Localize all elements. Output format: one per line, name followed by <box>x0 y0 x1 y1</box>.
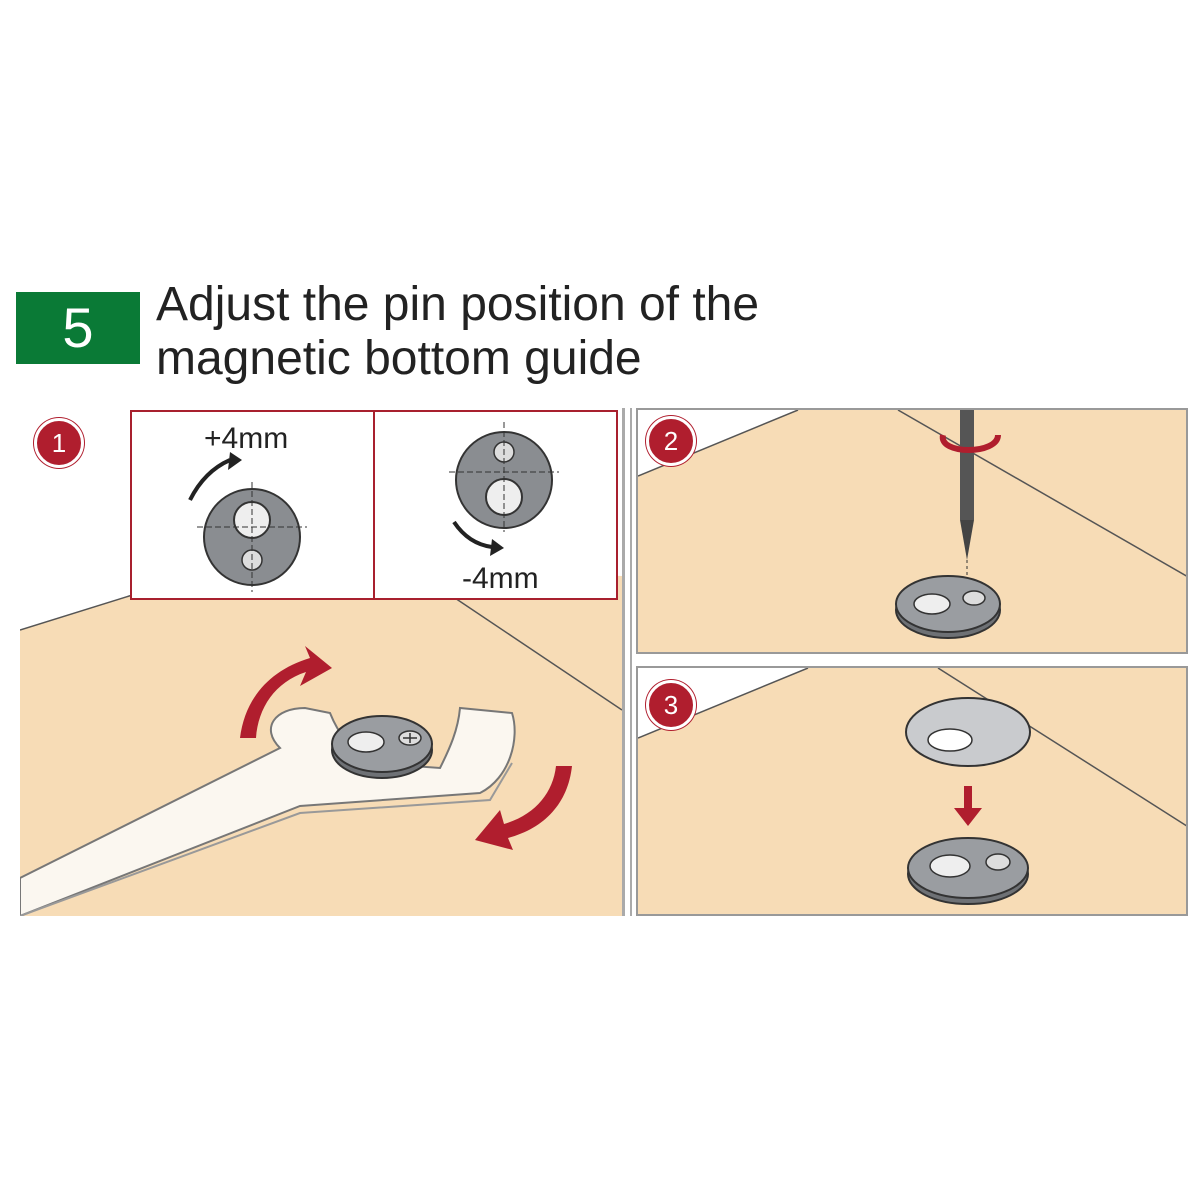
panel-step-1 <box>20 408 622 916</box>
magnetic-guide-icon <box>895 575 1001 639</box>
pin-position-diagrams <box>188 422 559 592</box>
step-badge-3: 3 <box>646 680 696 730</box>
guide-plus-icon <box>188 452 307 592</box>
wrench-icon <box>20 706 516 916</box>
title-line-1: Adjust the pin position of the <box>156 278 760 331</box>
panel-step-3 <box>636 666 1188 916</box>
guide-minus-icon <box>449 422 559 556</box>
title-line-2: magnetic bottom guide <box>156 332 642 385</box>
instruction-title: Adjust the pin position of the magnetic … <box>156 278 1156 386</box>
step-badge-2: 2 <box>646 416 696 466</box>
cover-cap-illustration <box>638 668 1186 914</box>
rotate-arrow-icon <box>939 434 1001 453</box>
magnetic-guide-icon <box>331 715 433 779</box>
label-minus-4mm: -4mm <box>462 562 539 595</box>
step-badge-1: 1 <box>34 418 84 468</box>
cover-cap-icon <box>905 697 1031 767</box>
label-plus-4mm: +4mm <box>204 422 289 455</box>
rotate-arrow-up-icon <box>240 646 332 738</box>
screwdriver-icon <box>960 410 974 595</box>
screwdriver-illustration <box>638 410 1186 652</box>
adjustment-detail-box: +4mm -4mm <box>130 410 618 600</box>
arrow-down-icon <box>954 786 982 826</box>
divider <box>622 408 625 916</box>
magnetic-guide-icon <box>907 837 1029 905</box>
divider <box>630 408 632 916</box>
step-number-box: 5 <box>16 292 140 364</box>
panel-step-2 <box>636 408 1188 654</box>
rotate-arrow-down-icon <box>475 766 572 850</box>
wrench-adjust-illustration <box>20 559 622 916</box>
